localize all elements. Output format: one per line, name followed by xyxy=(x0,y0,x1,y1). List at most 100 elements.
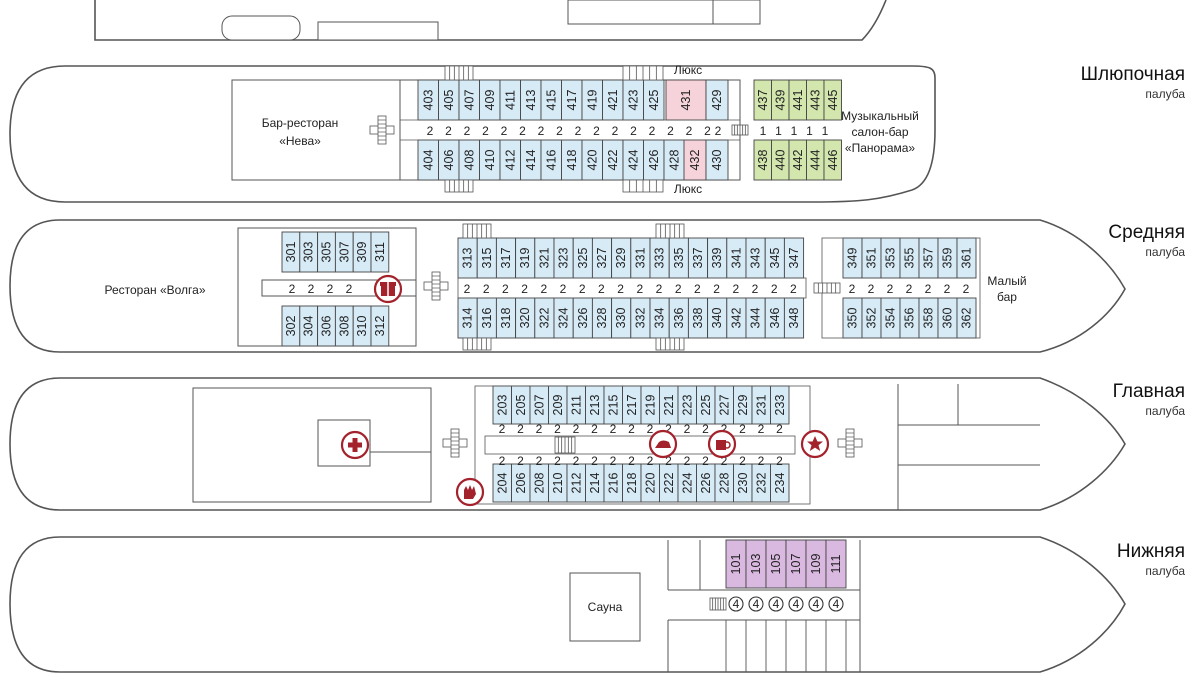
cabin[interactable]: 336 xyxy=(668,297,689,339)
cabin[interactable]: 214 xyxy=(585,463,605,503)
cabin[interactable]: 212 xyxy=(566,463,586,503)
cabin[interactable]: 430 xyxy=(705,139,729,181)
cabin[interactable]: 308 xyxy=(334,305,354,347)
cabin[interactable]: 216 xyxy=(603,463,623,503)
cabin[interactable]: 426 xyxy=(643,139,665,181)
cabin[interactable]: 343 xyxy=(745,237,766,279)
cabin[interactable]: 210 xyxy=(548,463,568,503)
cabin[interactable]: 220 xyxy=(640,463,660,503)
cabin[interactable]: 231 xyxy=(751,385,771,425)
cabin[interactable]: 356 xyxy=(899,297,920,339)
cabin[interactable]: 234 xyxy=(770,463,790,503)
cabin[interactable]: 340 xyxy=(707,297,728,339)
cabin[interactable]: 233 xyxy=(770,385,790,425)
cabin[interactable]: 439 xyxy=(771,79,790,121)
cabin[interactable]: 348 xyxy=(783,297,805,339)
cabin[interactable]: 219 xyxy=(640,385,660,425)
cabin[interactable]: 438 xyxy=(753,139,772,181)
cabin[interactable]: 342 xyxy=(726,297,747,339)
cabin[interactable]: 316 xyxy=(476,297,497,339)
cabin[interactable]: 333 xyxy=(649,237,670,279)
cabin[interactable]: 432 xyxy=(683,139,707,181)
cabin[interactable]: 317 xyxy=(495,237,517,279)
cabin[interactable]: 351 xyxy=(861,237,882,279)
cabin[interactable]: 307 xyxy=(334,231,354,273)
cabin[interactable]: 350 xyxy=(842,297,863,339)
cabin[interactable]: 357 xyxy=(918,237,939,279)
cabin[interactable]: 324 xyxy=(553,297,574,339)
cabin[interactable]: 111 xyxy=(825,539,847,589)
cabin[interactable]: 101 xyxy=(725,539,747,589)
cabin[interactable]: 229 xyxy=(733,385,753,425)
cabin[interactable]: 221 xyxy=(659,385,679,425)
cabin[interactable]: 442 xyxy=(788,139,807,181)
cabin[interactable]: 208 xyxy=(529,463,549,503)
cabin[interactable]: 361 xyxy=(956,237,977,279)
cabin[interactable]: 332 xyxy=(630,297,651,339)
cabin[interactable]: 211 xyxy=(566,385,586,425)
cabin[interactable]: 228 xyxy=(714,463,734,503)
cabin[interactable]: 410 xyxy=(479,139,501,181)
cabin[interactable]: 409 xyxy=(479,79,501,121)
cabin[interactable]: 359 xyxy=(937,237,958,279)
cabin[interactable]: 227 xyxy=(714,385,734,425)
cabin[interactable]: 440 xyxy=(771,139,790,181)
cabin[interactable]: 223 xyxy=(677,385,697,425)
cabin[interactable]: 423 xyxy=(622,79,644,121)
cabin[interactable]: 412 xyxy=(499,139,521,181)
cabin[interactable]: 446 xyxy=(823,139,842,181)
cabin[interactable]: 309 xyxy=(352,231,372,273)
cabin[interactable]: 311 xyxy=(370,231,390,273)
cabin[interactable]: 301 xyxy=(281,231,301,273)
cabin[interactable]: 226 xyxy=(696,463,716,503)
cabin[interactable]: 428 xyxy=(663,139,685,181)
cabin[interactable]: 109 xyxy=(805,539,827,589)
cabin[interactable]: 416 xyxy=(540,139,562,181)
cabin[interactable]: 313 xyxy=(457,237,478,279)
cabin[interactable]: 205 xyxy=(511,385,531,425)
cabin[interactable]: 441 xyxy=(788,79,807,121)
cabin[interactable]: 352 xyxy=(861,297,882,339)
cabin[interactable]: 322 xyxy=(534,297,555,339)
cabin[interactable]: 444 xyxy=(806,139,825,181)
cabin[interactable]: 429 xyxy=(705,79,729,121)
cabin[interactable]: 304 xyxy=(299,305,319,347)
cabin[interactable]: 329 xyxy=(611,237,632,279)
cabin[interactable]: 107 xyxy=(785,539,807,589)
cabin[interactable]: 421 xyxy=(602,79,624,121)
cabin[interactable]: 341 xyxy=(726,237,747,279)
cabin[interactable]: 337 xyxy=(687,237,709,279)
cabin[interactable]: 346 xyxy=(764,297,785,339)
cabin[interactable]: 408 xyxy=(458,139,480,181)
cabin[interactable]: 334 xyxy=(649,297,670,339)
cabin[interactable]: 425 xyxy=(643,79,665,121)
cabin[interactable]: 406 xyxy=(438,139,460,181)
cabin[interactable]: 414 xyxy=(520,139,542,181)
cabin[interactable]: 306 xyxy=(317,305,336,347)
cabin[interactable]: 315 xyxy=(476,237,497,279)
cabin[interactable]: 354 xyxy=(880,297,901,339)
cabin[interactable]: 206 xyxy=(511,463,531,503)
cabin[interactable]: 321 xyxy=(534,237,555,279)
cabin[interactable]: 418 xyxy=(561,139,583,181)
cabin[interactable]: 328 xyxy=(591,297,613,339)
cabin[interactable]: 445 xyxy=(823,79,842,121)
cabin[interactable]: 347 xyxy=(783,237,805,279)
cabin[interactable]: 403 xyxy=(417,79,439,121)
cabin[interactable]: 303 xyxy=(299,231,319,273)
cabin[interactable]: 411 xyxy=(499,79,521,121)
cabin[interactable]: 310 xyxy=(352,305,372,347)
cabin[interactable]: 105 xyxy=(765,539,787,589)
cabin[interactable]: 330 xyxy=(611,297,632,339)
cabin[interactable]: 302 xyxy=(281,305,301,347)
cabin[interactable]: 314 xyxy=(457,297,478,339)
cabin[interactable]: 203 xyxy=(492,385,512,425)
cabin[interactable]: 204 xyxy=(492,463,512,503)
cabin[interactable]: 325 xyxy=(572,237,593,279)
cabin[interactable]: 360 xyxy=(937,297,958,339)
cabin[interactable]: 305 xyxy=(317,231,336,273)
cabin[interactable]: 326 xyxy=(572,297,593,339)
cabin[interactable]: 420 xyxy=(581,139,603,181)
cabin[interactable]: 335 xyxy=(668,237,689,279)
cabin[interactable]: 230 xyxy=(733,463,753,503)
